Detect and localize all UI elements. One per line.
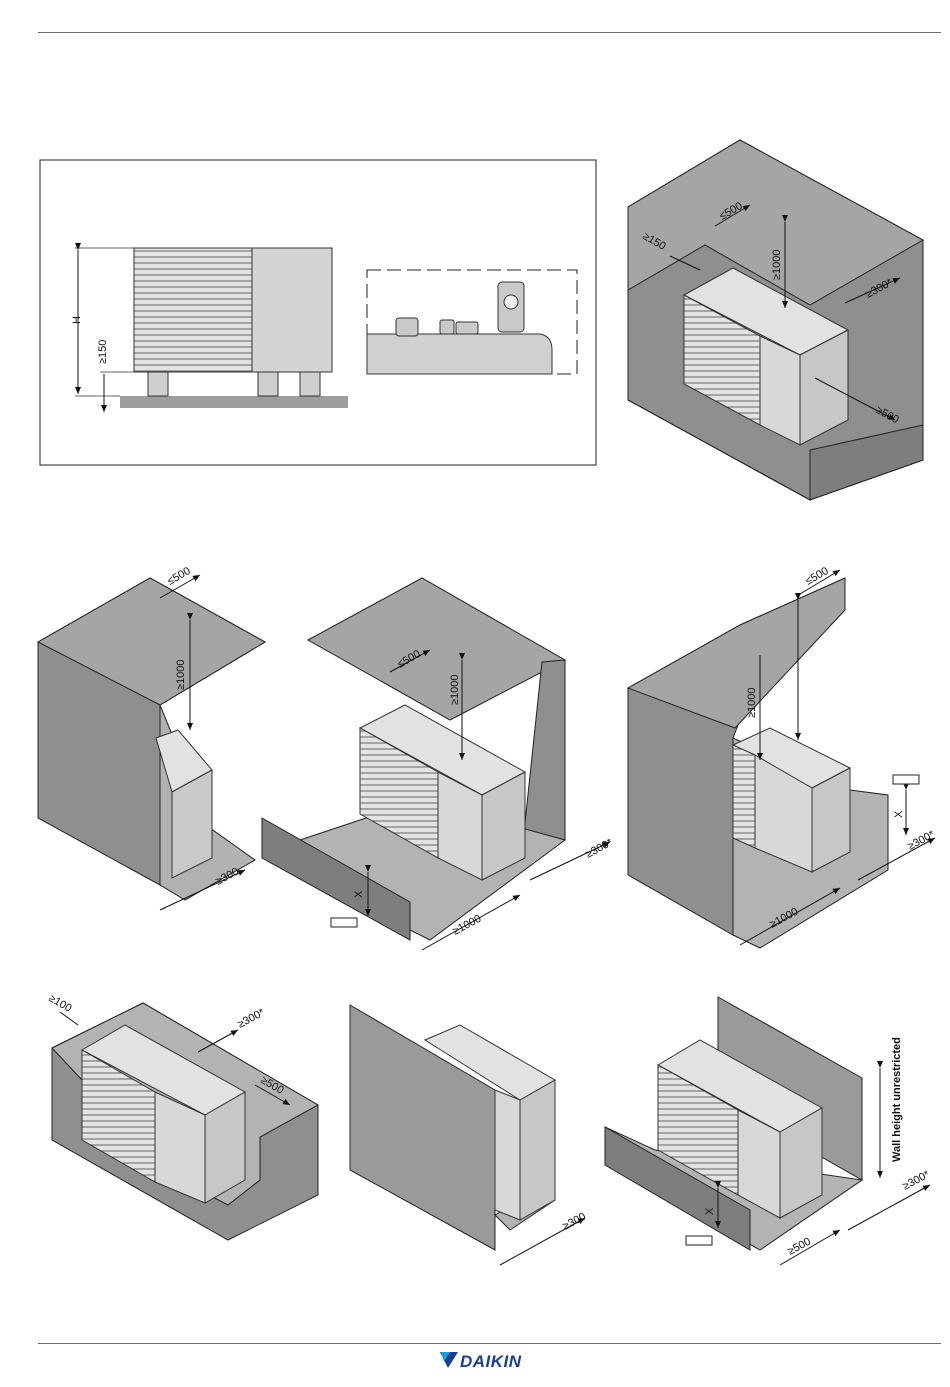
mr-d3: ≥300* <box>906 828 938 852</box>
mc-x: X <box>353 890 365 898</box>
diagram-top-right: ≤500 ≥1000 ≥150 ≥300* ≥500 <box>628 140 923 500</box>
diagram-bot-right: Wall height unrestricted ≥300* ≥500 X <box>605 997 932 1265</box>
brand-name: DAIKIN <box>460 1352 522 1371</box>
br-x: X <box>704 1207 716 1215</box>
diagram-mid-center: ≤500 ≥1000 ≥300* ≥1000 X <box>262 578 615 950</box>
mc-d3: ≥300* <box>584 836 616 860</box>
tr-d2: ≥1000 <box>771 249 783 280</box>
ml-d2: ≥1000 <box>175 659 187 690</box>
label-min-height: ≥150 <box>97 340 109 364</box>
mr-x: X <box>893 810 905 818</box>
ground-slab <box>120 396 348 408</box>
label-h: H <box>71 316 83 324</box>
bc-d1: ≥300 <box>561 1211 588 1233</box>
diagram-bot-center: ≥300 <box>350 1005 588 1265</box>
ml-d1: ≤500 <box>166 565 193 588</box>
br-d2: ≥500 <box>786 1236 813 1258</box>
bl-d2: ≥300* <box>236 1006 268 1030</box>
diagram-mid-left: ≤500 ≥1000 ≥300 <box>38 565 265 910</box>
diagram-bot-left: ≥100 ≥300* ≥500 <box>47 992 319 1240</box>
mr-d2: ≥1000 <box>746 687 758 718</box>
mc-d2: ≥1000 <box>449 674 461 705</box>
diagram-mid-right: ≤500 ≥1000 ≥300* ≥1000 X <box>628 565 937 948</box>
br-wall-label: Wall height unrestricted <box>891 1037 903 1162</box>
br-d1: ≥300* <box>901 1168 933 1192</box>
unit-louver-side <box>134 248 252 372</box>
side-view-panel: H ≥150 <box>40 160 596 465</box>
daikin-logo: DAIKIN <box>440 1352 522 1371</box>
bl-d1: ≥100 <box>47 992 74 1015</box>
